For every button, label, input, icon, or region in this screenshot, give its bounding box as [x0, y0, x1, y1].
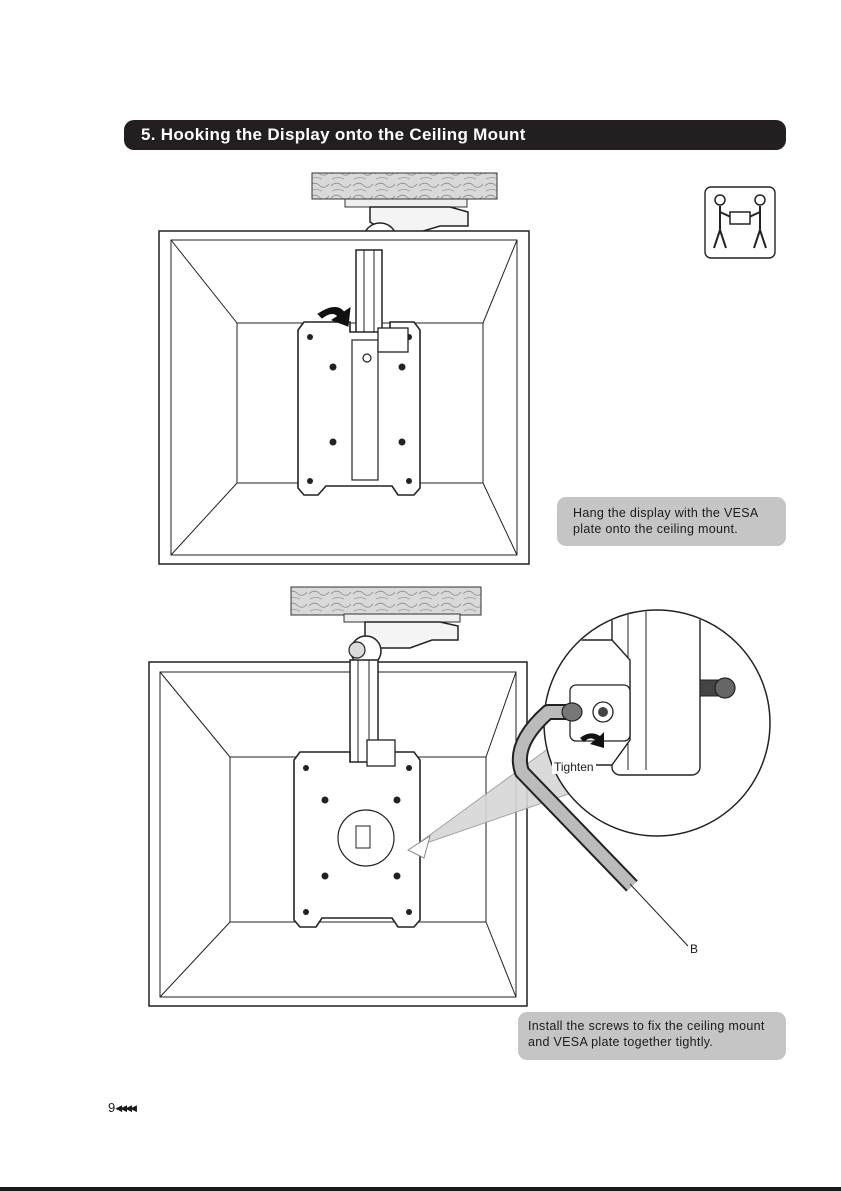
part-b-label: B — [690, 942, 698, 956]
step2-illustration — [149, 587, 770, 1006]
tighten-label: Tighten — [552, 760, 596, 774]
step2-caption: Install the screws to fix the ceiling mo… — [518, 1012, 786, 1060]
ceiling-block — [291, 587, 481, 615]
step1-illustration — [159, 173, 529, 564]
page-arrows-icon: ◀◀◀◀ — [115, 1103, 135, 1113]
footer-rule — [0, 1187, 841, 1191]
two-person-lift-icon — [705, 187, 775, 258]
step1-caption: Hang the display with the VESA plate ont… — [557, 497, 786, 546]
ceiling-block — [312, 173, 497, 199]
page-number: 9◀◀◀◀ — [108, 1100, 135, 1115]
